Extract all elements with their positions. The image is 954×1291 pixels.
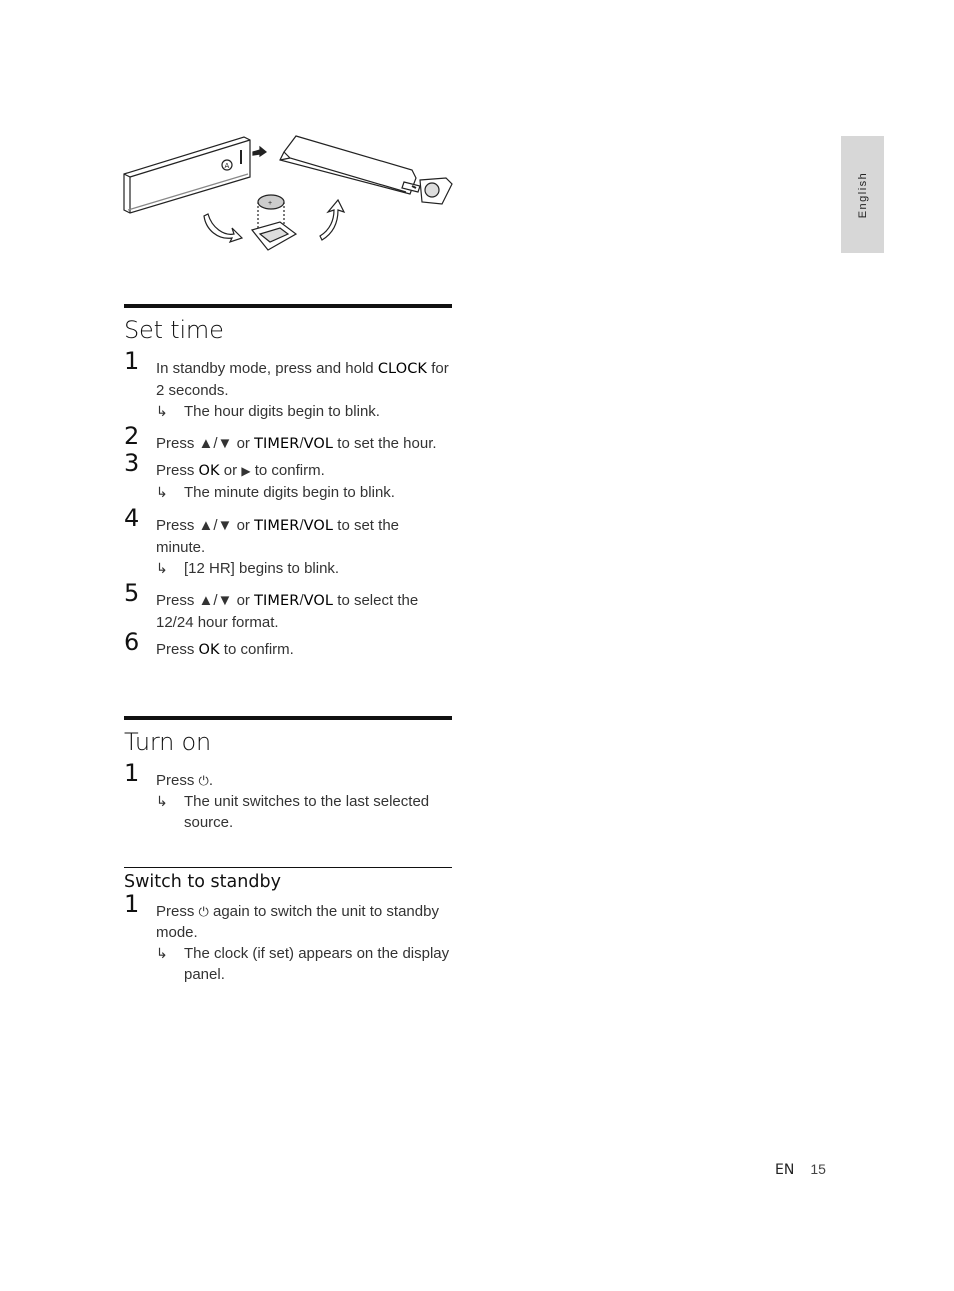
step-result: ↳ The clock (if set) appears on the displ…: [156, 943, 452, 985]
result-arrow-icon: ↳: [156, 793, 168, 809]
section-title: Switch to standby: [124, 872, 281, 892]
key-label: TIMER: [254, 518, 300, 534]
step-4: 4 Press ▲/▼ or TIMER/VOL to set the minu…: [124, 504, 399, 556]
result-text: The minute digits begin to blink.: [184, 484, 395, 501]
key-label: OK: [198, 463, 220, 479]
result-text: The clock (if set) appears on the displa…: [184, 945, 450, 983]
language-code: EN: [775, 1162, 795, 1178]
step-number: 1: [124, 347, 140, 375]
step-text: Press: [156, 462, 199, 479]
power-icon: ⏻: [198, 773, 209, 788]
step-text: or: [232, 592, 255, 609]
page-number: 15: [810, 1161, 826, 1177]
language-tab: English: [841, 136, 884, 253]
result-arrow-icon: ↳: [156, 484, 168, 500]
key-label: VOL: [303, 436, 334, 452]
step-result: ↳ The unit switches to the last selected …: [156, 791, 452, 833]
step-text: Press: [156, 517, 199, 534]
section-rule: [124, 867, 452, 868]
svg-text:+: +: [268, 200, 272, 207]
result-text: [12 HR] begins to blink.: [184, 560, 340, 577]
separator: /: [299, 435, 304, 452]
step-text: Press: [156, 592, 199, 609]
key-label: TIMER: [254, 436, 300, 452]
step-text: to select the 12/24 hour format.: [156, 592, 419, 631]
result-text: The unit switches to the last selected s…: [184, 793, 430, 831]
step-number: 2: [124, 422, 140, 450]
key-label: TIMER: [254, 593, 300, 609]
set-time-section: Set time 1 In standby mode, press and ho…: [124, 304, 452, 661]
step-1: 1 Press ⏻.: [124, 761, 452, 791]
key-label: VOL: [303, 518, 334, 534]
section-title: Turn on: [124, 728, 212, 756]
step-text: or: [232, 517, 255, 534]
down-triangle-icon: ▼: [217, 517, 233, 534]
step-text: or: [219, 462, 242, 479]
separator: /: [299, 592, 304, 609]
step-text: .: [208, 772, 213, 789]
step-text: again to switch the unit to standby mode…: [156, 903, 439, 941]
step-text: to confirm.: [250, 462, 325, 479]
step-text: to confirm.: [219, 641, 294, 658]
step-result: ↳ [12 HR] begins to blink.: [156, 558, 452, 579]
up-triangle-icon: ▲: [198, 517, 214, 534]
step-text: In standby mode, press and hold: [156, 360, 378, 377]
step-result: ↳ The minute digits begin to blink.: [156, 482, 452, 503]
step-text: Press: [156, 435, 199, 452]
section-rule: [124, 716, 452, 720]
step-1: 1 Press ⏻ again to switch the unit to st…: [124, 892, 452, 943]
section-title: Set time: [124, 316, 224, 344]
step-number: 1: [124, 759, 140, 787]
turn-on-section: Turn on 1 Press ⏻. ↳ The unit switches to…: [124, 716, 452, 833]
step-text: to set the minute.: [156, 517, 399, 556]
play-icon: ▶: [241, 464, 251, 478]
result-arrow-icon: ↳: [156, 945, 168, 961]
step-text: Press: [156, 772, 199, 789]
step-3: 3 Press OK or ▶ to confirm.: [124, 451, 452, 482]
step-number: 3: [124, 449, 140, 477]
step-number: 5: [124, 579, 140, 607]
down-triangle-icon: ▼: [217, 592, 233, 609]
step-text: or: [232, 435, 255, 452]
step-number: 1: [124, 890, 140, 918]
step-number: 4: [124, 504, 140, 532]
step-2: 2 Press ▲/▼ or TIMER/VOL to set the hour…: [124, 422, 437, 452]
up-triangle-icon: ▲: [198, 435, 214, 452]
key-label: OK: [198, 642, 220, 658]
result-arrow-icon: ↳: [156, 560, 168, 576]
step-6: 6 Press OK to confirm.: [124, 630, 452, 661]
key-label: CLOCK: [377, 361, 428, 377]
step-text: Press: [156, 641, 199, 658]
section-rule: [124, 304, 452, 308]
battery-illustration: A +: [120, 130, 460, 260]
result-text: The hour digits begin to blink.: [184, 403, 380, 420]
key-label: VOL: [303, 593, 334, 609]
svg-text:A: A: [225, 162, 230, 170]
step-1: 1 In standby mode, press and hold CLOCK …: [124, 349, 452, 401]
result-arrow-icon: ↳: [156, 403, 168, 419]
separator: /: [299, 517, 304, 534]
page-footer: EN 15: [775, 1161, 826, 1178]
step-text: to set the hour.: [333, 435, 437, 452]
step-number: 6: [124, 628, 140, 656]
language-tab-label: English: [856, 171, 869, 218]
down-triangle-icon: ▼: [217, 435, 233, 452]
step-text: Press: [156, 903, 199, 920]
step-result: ↳ The hour digits begin to blink.: [156, 401, 452, 422]
standby-section: Switch to standby 1 Press ⏻ again to swi…: [124, 867, 452, 985]
step-5: 5 Press ▲/▼ or TIMER/VOL to select the 1…: [124, 579, 419, 631]
up-triangle-icon: ▲: [198, 592, 214, 609]
step-text: for 2 seconds.: [156, 360, 449, 399]
power-icon: ⏻: [198, 904, 209, 919]
